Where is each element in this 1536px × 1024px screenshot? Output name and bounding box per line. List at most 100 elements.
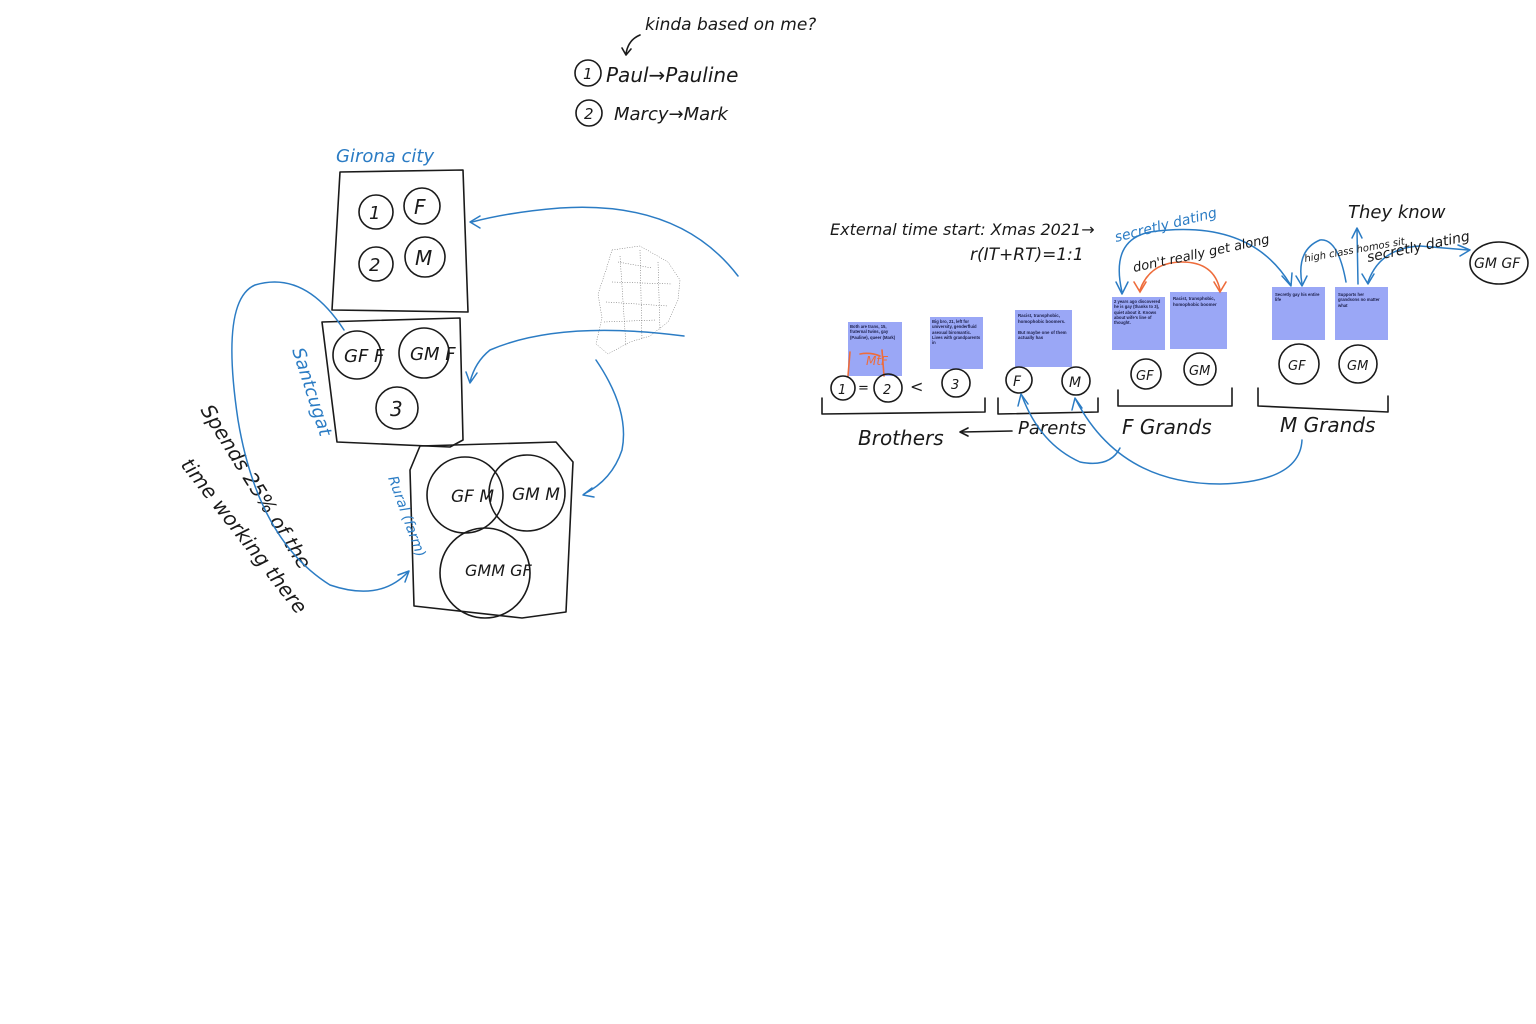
gm-gf-label: GM GF bbox=[1474, 256, 1521, 272]
member-circle bbox=[1183, 352, 1217, 386]
sticky-note-twins: Both are trans, 15, fraternal twins, gay… bbox=[848, 322, 902, 376]
gm-gf-circle bbox=[1469, 241, 1529, 285]
m-grands-to-mother-arrow bbox=[1075, 399, 1303, 485]
svg-text:F: F bbox=[414, 195, 426, 219]
svg-text:3: 3 bbox=[390, 397, 403, 421]
city-box bbox=[331, 169, 469, 313]
parents-to-brothers-arrow bbox=[961, 430, 1013, 433]
svg-text:2: 2 bbox=[584, 105, 594, 123]
ratio-text: r(IT+RT)=1:1 bbox=[970, 245, 1084, 265]
member-circle bbox=[439, 527, 531, 619]
member-circle bbox=[1130, 358, 1162, 390]
svg-text:M: M bbox=[415, 246, 432, 270]
member-circle bbox=[830, 375, 856, 401]
svg-text:2: 2 bbox=[883, 383, 891, 398]
svg-text:GM: GM bbox=[1189, 364, 1210, 379]
country-box bbox=[409, 441, 574, 619]
svg-text:2: 2 bbox=[369, 255, 380, 276]
dont-get-along-arrow bbox=[1139, 261, 1221, 291]
note-text: Racist, transphobic, homophobic boomer bbox=[1173, 296, 1217, 307]
svg-text:MtF: MtF bbox=[866, 354, 889, 368]
svg-text:1: 1 bbox=[583, 65, 593, 83]
member-circle bbox=[873, 373, 903, 403]
group-label-parents: Parents bbox=[1018, 418, 1086, 439]
member-circle bbox=[1278, 343, 1320, 385]
svg-text:M: M bbox=[1069, 375, 1081, 391]
svg-text:<: < bbox=[910, 377, 923, 396]
member-circle bbox=[358, 246, 394, 282]
region-map bbox=[595, 245, 681, 355]
m-grands-bracket bbox=[1257, 387, 1389, 413]
they-know-label: They know bbox=[1348, 202, 1446, 223]
sticky-note-m-grandfather: Secretly gay his entire life bbox=[1272, 287, 1325, 340]
they-know-arrow bbox=[1356, 229, 1359, 285]
sticky-note-big-brother: Big bro, 21, left for university, gender… bbox=[930, 317, 983, 369]
member-circle bbox=[403, 187, 441, 225]
annotation-arrow bbox=[625, 34, 641, 55]
svg-text:GM F: GM F bbox=[410, 344, 456, 365]
commute-arrow bbox=[231, 281, 409, 592]
note-text: Supports her grandsons no matter what bbox=[1338, 292, 1380, 308]
member-circle bbox=[488, 454, 566, 532]
member-circle bbox=[941, 368, 971, 398]
svg-text:GF: GF bbox=[1136, 369, 1154, 384]
note-text: Big bro, 21, left for university, gender… bbox=[932, 319, 981, 345]
note-text: 2 years ago discovered he is gay (thanks… bbox=[1114, 299, 1161, 325]
member-circle bbox=[404, 236, 446, 278]
rename-line-1: Paul→Pauline bbox=[606, 63, 738, 87]
note-text: Secretly gay his entire life bbox=[1275, 292, 1320, 303]
high-class-arrow bbox=[1300, 239, 1347, 285]
sticky-note-parents: Racist, transphobic, homophobic boomers.… bbox=[1015, 310, 1072, 367]
svg-text:F: F bbox=[1013, 374, 1022, 390]
svg-text:GF M: GF M bbox=[451, 487, 494, 507]
svg-text:=: = bbox=[858, 381, 869, 396]
svg-text:GM M: GM M bbox=[512, 485, 560, 505]
town-box bbox=[321, 317, 464, 448]
member-circle bbox=[1005, 366, 1033, 394]
member-circle bbox=[398, 327, 450, 379]
member-circle bbox=[358, 194, 394, 230]
sticky-note-f-grandfather: 2 years ago discovered he is gay (thanks… bbox=[1112, 297, 1165, 350]
member-circle bbox=[332, 330, 382, 380]
dont-get-along-label: don't really get along bbox=[1132, 232, 1271, 276]
note-text: Racist, transphobic, homophobic boomers.… bbox=[1018, 313, 1067, 340]
timeline-title: External time start: Xmas 2021→ bbox=[830, 220, 1095, 239]
group-label-f-grands: F Grands bbox=[1122, 415, 1212, 439]
svg-text:GF F: GF F bbox=[344, 346, 385, 367]
sticky-note-f-grandmother: Racist, transphobic, homophobic boomer bbox=[1170, 292, 1227, 349]
city-label: Girona city bbox=[336, 146, 434, 167]
secretly-dating-label-2: secretly dating bbox=[1366, 228, 1472, 265]
sticky-note-m-grandmother: Supports her grandsons no matter what bbox=[1335, 287, 1388, 340]
secretly-dating-label-1: secretly dating bbox=[1113, 205, 1219, 246]
f-grands-to-father-arrow bbox=[1021, 395, 1121, 465]
svg-text:1: 1 bbox=[369, 203, 380, 224]
group-label-brothers: Brothers bbox=[858, 426, 944, 450]
map-to-town-arrow bbox=[469, 329, 685, 383]
country-label: Rural (farm) bbox=[384, 474, 428, 559]
top-notes: kinda based on me? 1 Paul→Pauline 2 Marc… bbox=[574, 15, 816, 127]
rename-line-2: Marcy→Mark bbox=[614, 104, 730, 125]
number-circle-1 bbox=[574, 59, 602, 87]
svg-text:GM: GM bbox=[1347, 359, 1368, 374]
brothers-bracket bbox=[821, 397, 986, 415]
svg-text:3: 3 bbox=[951, 378, 959, 393]
svg-text:1: 1 bbox=[838, 383, 846, 398]
member-circle bbox=[375, 386, 419, 430]
orange-mtf-mark: MtF bbox=[847, 349, 889, 377]
town-label: Santcugat bbox=[287, 345, 336, 440]
number-circle-2 bbox=[575, 99, 603, 127]
map-to-country-arrow bbox=[583, 359, 625, 495]
secretly-dating-arrow-1 bbox=[1118, 228, 1291, 293]
svg-text:GF: GF bbox=[1288, 359, 1306, 374]
member-circle bbox=[1338, 344, 1378, 384]
annotation-text: kinda based on me? bbox=[645, 15, 816, 35]
right-diagram: External time start: Xmas 2021→ r(IT+RT)… bbox=[821, 202, 1529, 485]
note-text: Both are trans, 15, fraternal twins, gay… bbox=[850, 324, 896, 340]
left-diagram: Girona city 1 F 2 M GF F GM F 3 Santcuga… bbox=[176, 146, 739, 619]
map-to-city-arrow bbox=[471, 206, 739, 277]
f-grands-bracket bbox=[1117, 387, 1233, 407]
member-circle bbox=[1061, 366, 1091, 396]
svg-text:GMM GF: GMM GF bbox=[465, 561, 532, 580]
secretly-dating-arrow-2 bbox=[1367, 245, 1469, 283]
